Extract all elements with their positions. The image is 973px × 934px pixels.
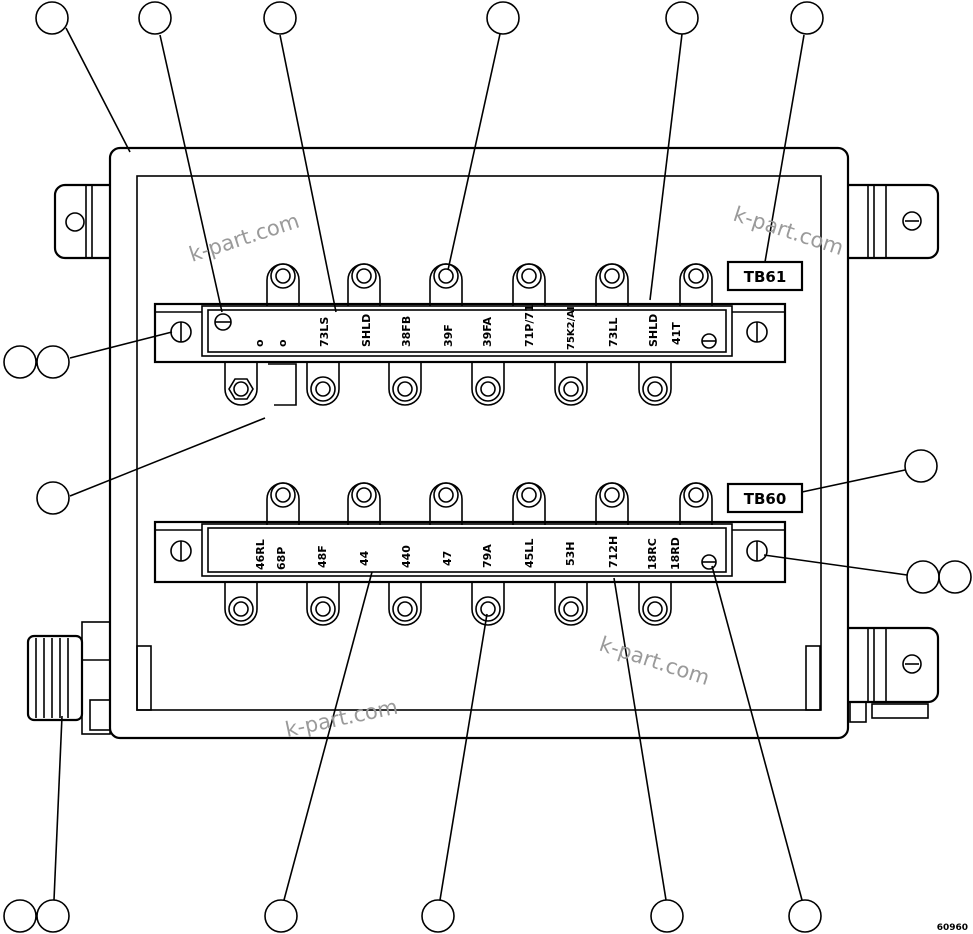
- tb61-terminal-label: SHLD: [360, 314, 373, 347]
- mounting-ear-top-left: [53, 183, 110, 260]
- watermark: k-part.com: [730, 202, 846, 260]
- enclosure: [108, 146, 850, 740]
- callout-bubble: [486, 1, 520, 35]
- tb61-label: TB61: [744, 268, 787, 286]
- callout-bubble: [665, 1, 699, 35]
- tb61-end-screw-right: [746, 321, 768, 343]
- callout-leaders: [53, 27, 908, 901]
- tb60-marker-screw-right: [701, 554, 717, 570]
- tb60-terminal-label: 18RD: [669, 537, 682, 570]
- tb61-terminal-label: 71P/71: [523, 304, 536, 347]
- callout-bubble: [264, 899, 298, 933]
- tb60-terminal-label: 45LL: [523, 539, 536, 568]
- callout-bubble: [263, 1, 297, 35]
- watermark: k-part.com: [283, 695, 400, 742]
- tb61-terminal-label: 73LL: [607, 318, 620, 347]
- tb61-top-screws: [266, 263, 713, 306]
- callout-bubble: [3, 345, 37, 379]
- callout-bubble: [904, 449, 938, 483]
- callout-bubble: [938, 560, 972, 594]
- callout-bubble: [138, 1, 172, 35]
- tb60-label-plate: [726, 482, 804, 514]
- callout-bubble: [650, 899, 684, 933]
- watermark: k-part.com: [596, 632, 712, 690]
- figure-number: 60960: [937, 923, 968, 933]
- terminal-board-tb61: o o 73LS SHLD 38FB 39F 39FA 71P/71 75K2/…: [153, 260, 804, 406]
- tb60-terminal-label: 44: [358, 550, 371, 566]
- tb61-bottom-screws: [224, 362, 672, 406]
- mounting-ear-bottom-right: [848, 626, 940, 723]
- tb60-terminal-label: 79A: [481, 544, 494, 568]
- callout-bubble: [35, 1, 69, 35]
- tb61-terminal-label: 73LS: [318, 317, 331, 347]
- ground-bracket: [268, 363, 297, 406]
- mounting-ear-top-right: [848, 183, 940, 260]
- tb61-terminal-label: 38FB: [400, 316, 413, 347]
- terminal-board-tb60: 46RL 68P 48F 44 440 47 79A 45LL 53H 712H…: [153, 482, 804, 626]
- tb61-marker-screw-left: [214, 313, 232, 331]
- callout-bubble: [788, 899, 822, 933]
- watermark: k-part.com: [186, 209, 302, 267]
- tb60-terminal-label: 47: [441, 551, 454, 566]
- tb61-end-screw-left: [170, 321, 192, 343]
- callout-bubble: [421, 899, 455, 933]
- tb60-terminal-label: 18RC: [646, 538, 659, 570]
- tb60-terminal-label: 440: [400, 545, 413, 568]
- callout-bubbles: [3, 1, 972, 933]
- tb60-terminal-label: 46RL: [254, 539, 267, 570]
- callout-bubble: [790, 1, 824, 35]
- tb60-label: TB60: [744, 490, 787, 508]
- callout-bubble: [36, 899, 70, 933]
- tb61-mark: o: [276, 339, 289, 347]
- callout-bubble: [36, 345, 70, 379]
- tb61-terminal-label: 39F: [442, 324, 455, 347]
- tb61-mark: o: [253, 339, 266, 347]
- tb61-terminal-label: 41T: [670, 322, 683, 345]
- tb60-bottom-screws: [224, 582, 672, 626]
- tb61-terminal-label: 39FA: [481, 316, 494, 347]
- tb60-end-screw-left: [170, 540, 192, 562]
- tb60-terminal-label: 48F: [316, 545, 329, 568]
- tb61-marker-screw-right: [701, 333, 717, 349]
- tb60-terminal-label: 712H: [607, 536, 620, 568]
- callout-bubble: [36, 481, 70, 515]
- tb60-terminal-label: 53H: [564, 541, 577, 566]
- tb61-terminal-label: 75K2/AI: [566, 306, 577, 350]
- tb60-end-screw-right: [746, 540, 768, 562]
- tb60-terminal-label: 68P: [275, 547, 288, 570]
- tb61-terminal-label: SHLD: [647, 314, 660, 347]
- callout-bubble: [3, 899, 37, 933]
- tb60-top-screws: [266, 482, 713, 525]
- cable-connector: [26, 621, 111, 735]
- callout-bubble: [906, 560, 940, 594]
